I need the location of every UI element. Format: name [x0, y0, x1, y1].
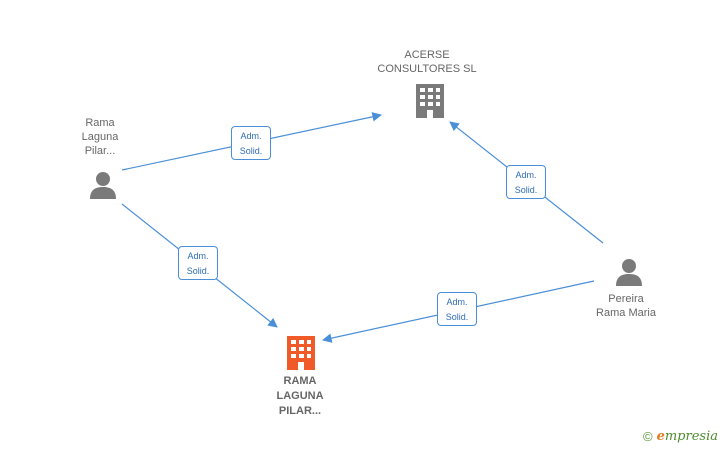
person-icon[interactable] — [89, 171, 117, 204]
logo-e: e — [656, 429, 665, 444]
node-label-acerse[interactable]: ACERSE CONSULTORES SL — [377, 49, 477, 75]
logo-text: mpresia — [664, 429, 718, 444]
node-label-rama-laguna-company[interactable]: RAMA LAGUNA PILAR... — [276, 375, 324, 417]
empresia-logo: empresia — [657, 429, 718, 444]
node-label-pereira[interactable]: Pereira Rama Maria — [596, 293, 656, 319]
edge-label-rama-to-acerse[interactable]: Adm. Solid. — [231, 126, 271, 160]
person-icon[interactable] — [615, 258, 643, 291]
brand-watermark: © empresia — [643, 429, 718, 444]
building-icon[interactable] — [415, 84, 445, 123]
edge-label-rama-to-rama-company[interactable]: Adm. Solid. — [178, 246, 218, 280]
node-label-rama-laguna-person[interactable]: Rama Laguna Pilar... — [81, 117, 119, 157]
copyright-symbol: © — [642, 429, 653, 444]
edge-label-pereira-to-rama-company[interactable]: Adm. Solid. — [437, 292, 477, 326]
edge-label-pereira-to-acerse[interactable]: Adm. Solid. — [506, 165, 546, 199]
building-icon-main[interactable] — [286, 336, 316, 375]
